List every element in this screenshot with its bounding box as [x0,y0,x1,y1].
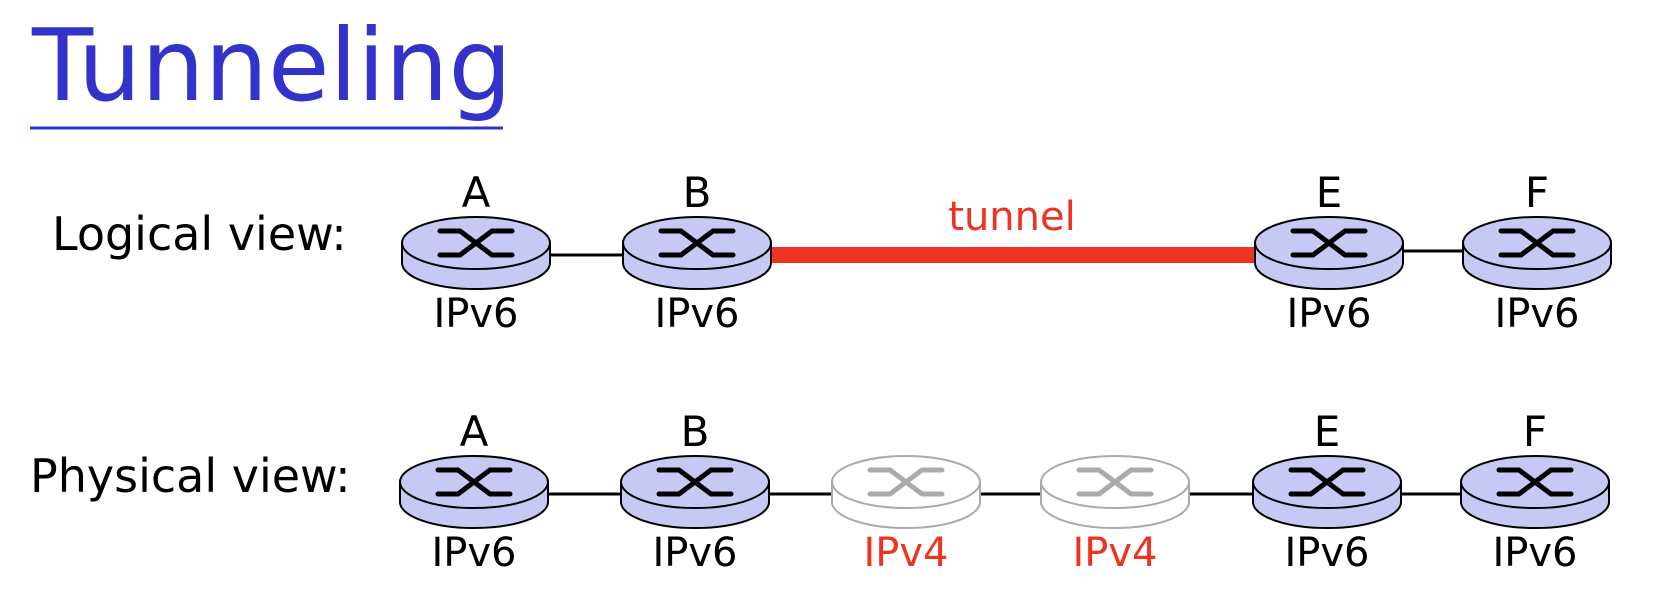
router-icon [1496,467,1574,497]
router-logical_view-b: B IPv6 [622,168,772,337]
router-physical_view-b: B IPv6 [620,407,770,576]
router-physical_view-e: E IPv6 [1252,407,1402,576]
physical-view-label: Physical view: [30,449,351,503]
router-protocol-label: IPv6 [431,530,516,576]
router-protocol-label: IPv6 [1494,291,1579,337]
router-name-label: F [1525,168,1549,217]
links-layer [548,247,1463,496]
router-physical_view-f: F IPv6 [1460,407,1610,576]
router-protocol-label: IPv6 [1284,530,1369,576]
router-icon [1290,228,1368,258]
router-name-label: A [462,168,491,217]
router-protocol-label: IPv4 [1072,530,1157,576]
router-protocol-label: IPv4 [863,530,948,576]
page-title: Tunneling [31,7,512,124]
router-name-label: A [460,407,489,456]
router-icon [656,467,734,497]
router-logical_view-a: A IPv6 [401,168,551,337]
router-name-label: B [681,407,710,456]
router-protocol-label: IPv6 [654,291,739,337]
router-icon [867,467,945,497]
router-icon [658,228,736,258]
router-name-label: E [1316,168,1343,217]
router-logical_view-e: E IPv6 [1254,168,1404,337]
logical-view-label: Logical view: [52,207,347,261]
router-physical_view-ipv4-3: IPv4 [1040,455,1190,576]
router-physical_view-a: A IPv6 [399,407,549,576]
router-icon [437,228,515,258]
router-protocol-label: IPv6 [1492,530,1577,576]
router-icon [435,467,513,497]
router-name-label: E [1314,407,1341,456]
router-name-label: B [683,168,712,217]
tunnel-label: tunnel [948,194,1075,240]
router-protocol-label: IPv6 [652,530,737,576]
router-icon [1498,228,1576,258]
router-physical_view-ipv4-2: IPv4 [831,455,981,576]
router-icon [1288,467,1366,497]
router-protocol-label: IPv6 [1286,291,1371,337]
router-icon [1076,467,1154,497]
router-logical_view-f: F IPv6 [1462,168,1612,337]
router-protocol-label: IPv6 [433,291,518,337]
router-name-label: F [1523,407,1547,456]
